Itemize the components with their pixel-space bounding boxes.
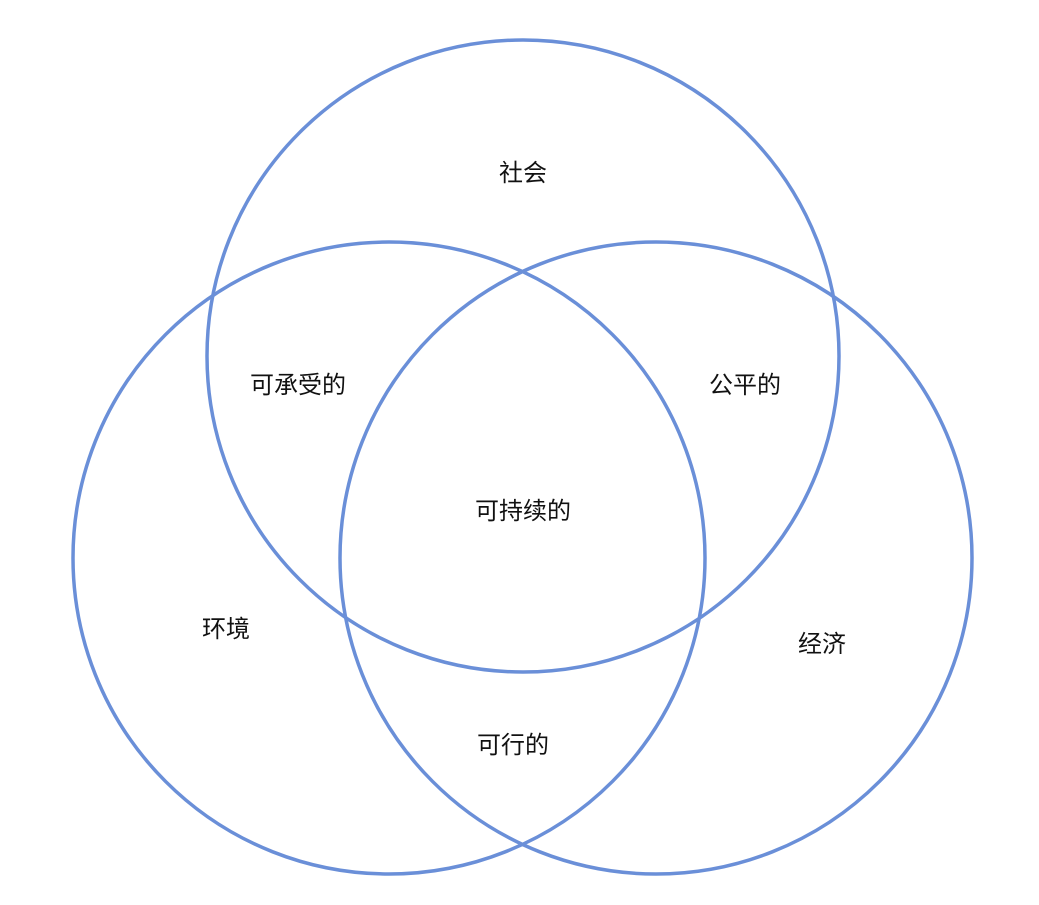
label-social: 社会: [499, 159, 547, 187]
label-environment: 环境: [202, 615, 250, 643]
label-all-three: 可持续的: [475, 497, 571, 525]
label-social-environment: 可承受的: [250, 371, 346, 399]
environment-circle: [71, 240, 707, 876]
label-environment-economy: 可行的: [477, 731, 549, 759]
label-economy: 经济: [798, 630, 846, 658]
label-social-economy: 公平的: [709, 371, 781, 399]
economy-circle: [338, 240, 974, 876]
social-circle: [205, 38, 841, 674]
